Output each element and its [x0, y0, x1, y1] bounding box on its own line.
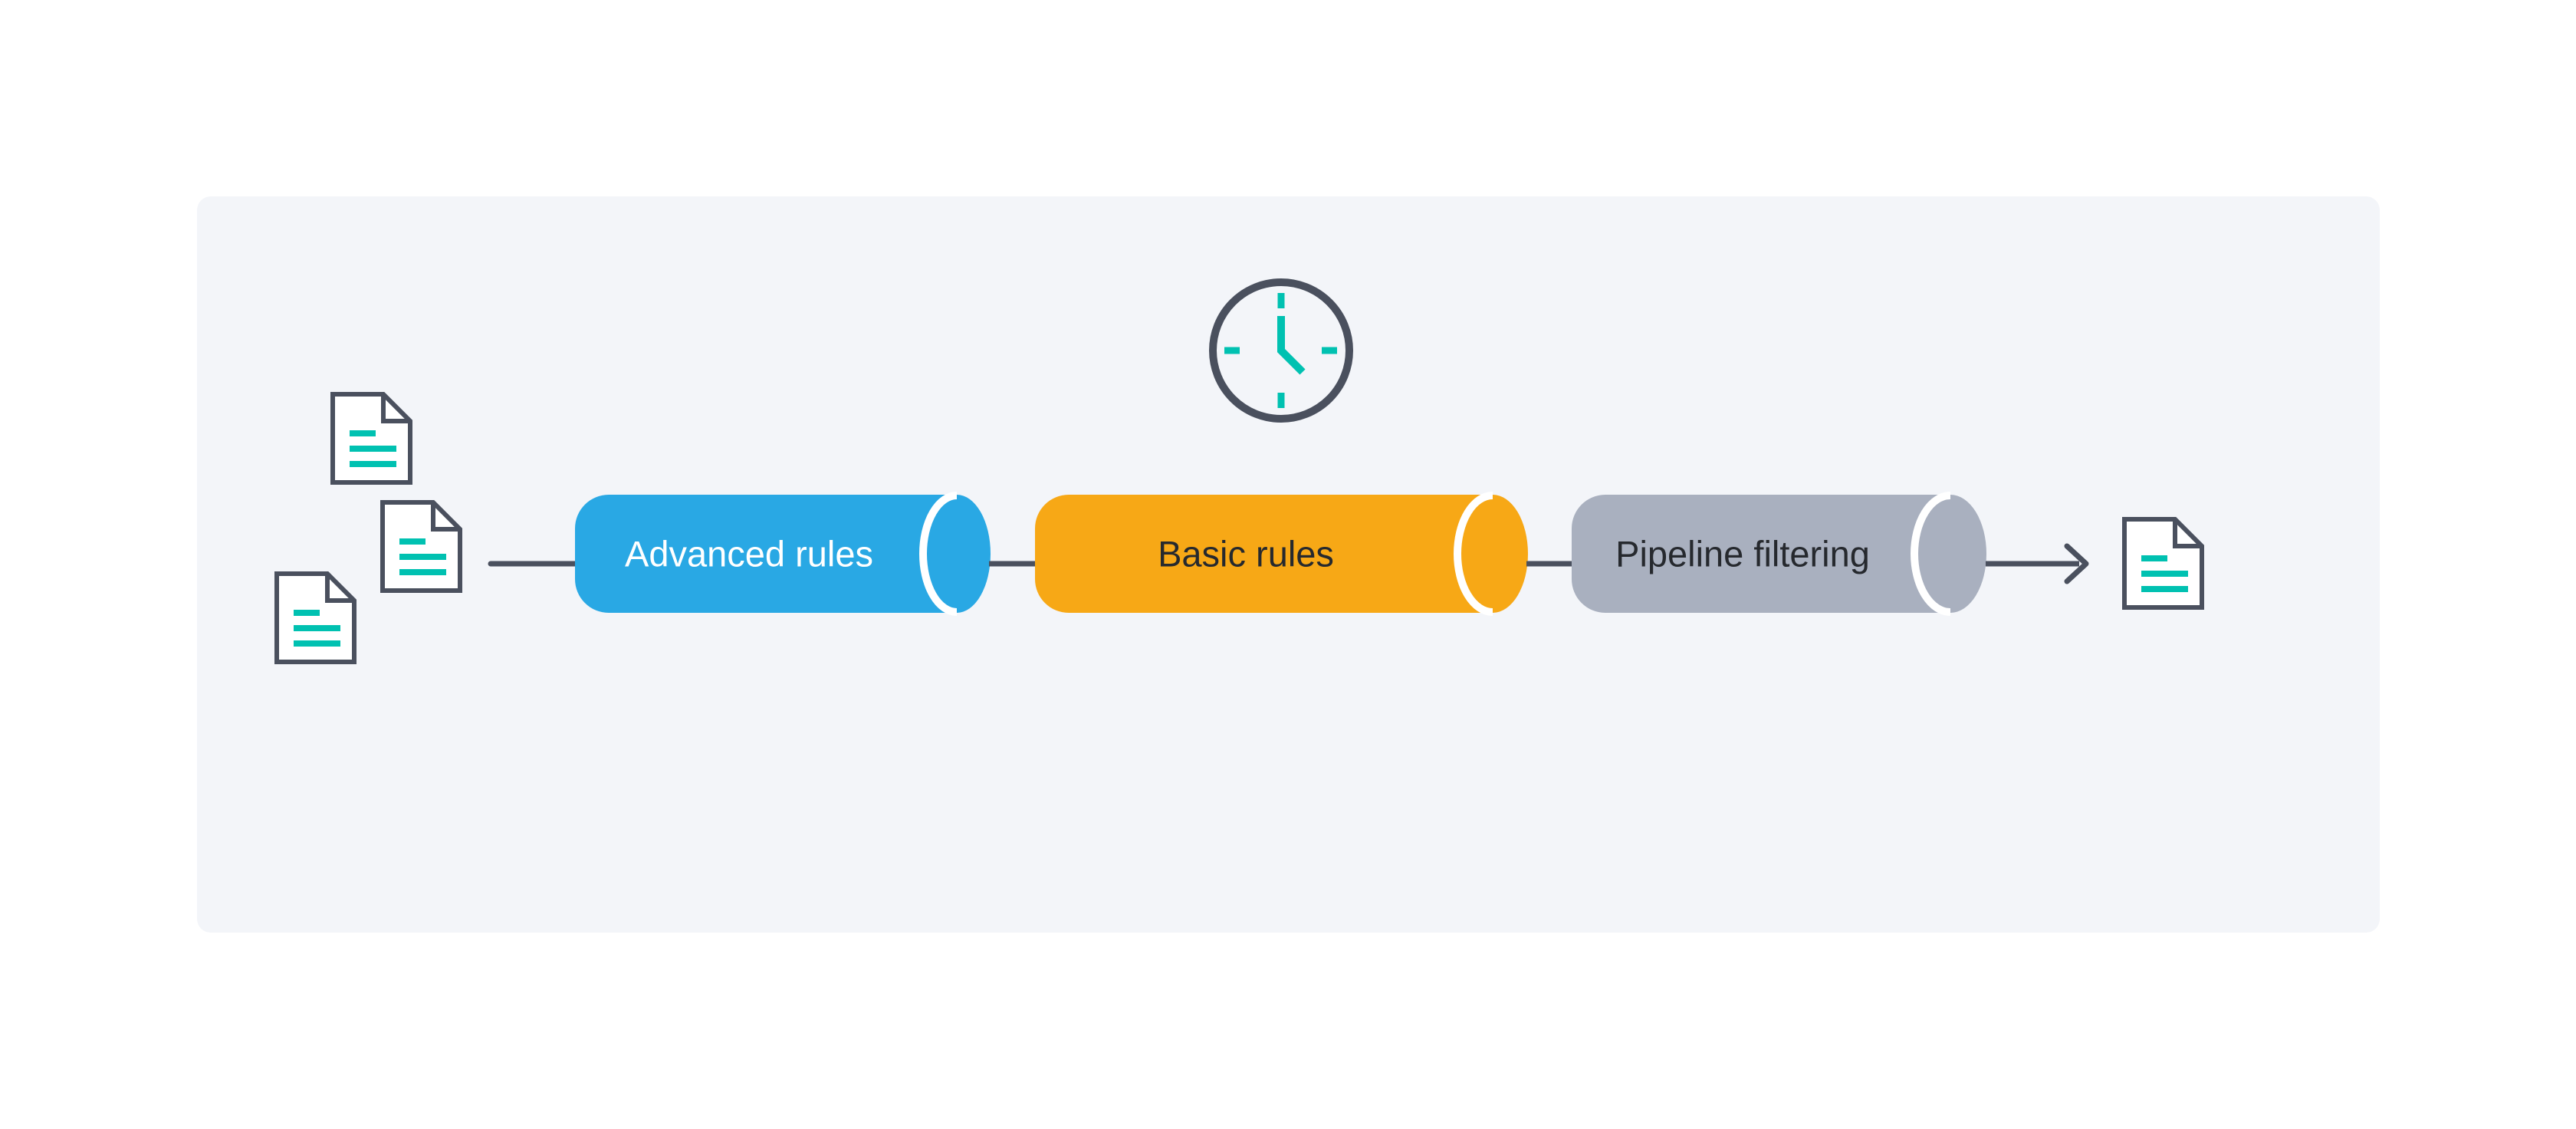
cylinder-cap-gap [919, 492, 958, 616]
cylinder-body [1035, 495, 1493, 613]
stage-pipeline-filtering: Pipeline filtering [1572, 492, 1986, 616]
stage-label: Pipeline filtering [1615, 534, 1870, 574]
cylinder-cap [1457, 495, 1528, 613]
clock-tick-12 [1277, 293, 1285, 308]
clock-tick-9 [1224, 347, 1240, 354]
clock-face [1209, 278, 1353, 423]
cylinder-cap [923, 495, 991, 613]
stage-basic-rules: Basic rules [1035, 492, 1528, 616]
stage-label: Advanced rules [625, 534, 873, 574]
input-document-icon-2 [383, 502, 460, 591]
cylinder-cap [1914, 495, 1986, 613]
cylinder-cap-gap [1911, 492, 1951, 616]
clock-hands [1277, 316, 1306, 375]
stage-advanced-rules: Advanced rules [575, 492, 991, 616]
cylinder-body [575, 495, 957, 613]
cylinder-cap-gap [1454, 492, 1493, 616]
output-document-icon [2124, 519, 2202, 607]
cylinder-body [1572, 495, 1950, 613]
clock-icon [1209, 278, 1353, 423]
stage-label: Basic rules [1158, 534, 1334, 574]
input-document-icon-1 [333, 394, 410, 482]
clock-tick-3 [1322, 347, 1337, 354]
clock-tick-6 [1277, 393, 1285, 408]
flow-arrow [1986, 543, 2089, 584]
input-document-icon-3 [277, 574, 354, 662]
right-arrow-icon [2064, 543, 2089, 584]
